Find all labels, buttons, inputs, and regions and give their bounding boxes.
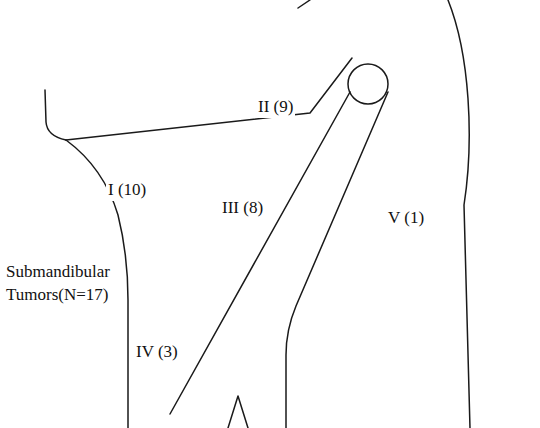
region-label: V (1) xyxy=(386,206,426,229)
clavicle-notch xyxy=(228,396,248,428)
region-label: III (8) xyxy=(220,196,265,219)
stray-stroke xyxy=(298,0,310,8)
mastoid-circle xyxy=(348,64,388,104)
region-label: II (9) xyxy=(256,95,295,118)
chin-line xyxy=(45,90,66,140)
figure-caption-label: Submandibular Tumors(N=17) xyxy=(4,260,128,306)
region-label: IV (3) xyxy=(134,340,180,363)
region-label: I (10) xyxy=(106,178,148,201)
mandible-line xyxy=(66,58,352,140)
sternocleidomastoid-posterior-line xyxy=(286,92,388,428)
sternocleidomastoid-anterior-line xyxy=(170,92,350,414)
posterior-neck-line xyxy=(448,0,470,428)
